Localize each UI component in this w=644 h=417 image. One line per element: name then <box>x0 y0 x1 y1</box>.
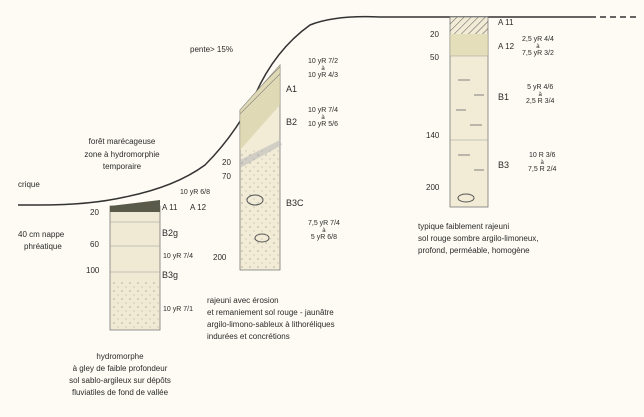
p1-caption-line: hydromorphe <box>96 352 144 361</box>
p2-caption-line: indurées et concrétions <box>207 332 290 341</box>
p1-depth: 60 <box>90 240 99 249</box>
p3-depth: 50 <box>430 53 439 62</box>
p3-horizon: B1 <box>498 92 510 102</box>
p1-depth: 100 <box>86 266 100 275</box>
p1-color: 10 yR 6/8 <box>180 189 210 196</box>
forest-label: forêt marécageuse <box>88 137 156 146</box>
p1-horizon: B2g <box>162 228 179 238</box>
p1-caption-line: à gley de faible profondeur <box>72 364 168 373</box>
terrain-surface-line <box>18 15 590 206</box>
profile-2-column <box>239 63 282 271</box>
p2-horizon: A1 <box>286 84 298 94</box>
p1-horizon: A 11 <box>162 203 178 212</box>
p3-caption-line: sol rouge sombre argilo-limoneux, <box>418 234 539 243</box>
profile-1-column <box>109 200 161 331</box>
p3-caption-line: profond, perméable, homogène <box>418 246 530 255</box>
p1-caption-line: fluviatiles de fond de vallée <box>71 388 169 397</box>
p2-horizon: B2 <box>286 117 298 127</box>
p2-depth: 70 <box>222 172 231 181</box>
zone-label: zone à hydromorphie <box>84 150 160 159</box>
p2-horizon: B3C <box>286 198 304 208</box>
p1-color: 10 yR 7/4 <box>163 253 193 260</box>
p1-caption-line: sol sablo-argileux sur dépôts <box>69 376 171 385</box>
p1-horizon: A 12 <box>190 203 207 212</box>
zone-label-2: temporaire <box>102 162 142 171</box>
p2-caption-line: argilo-limono-sableux à lithoréliques <box>207 320 335 329</box>
p1-color: 10 yR 7/1 <box>163 306 193 313</box>
p1-horizon: B3g <box>162 270 179 280</box>
p2-depth: 200 <box>213 253 227 262</box>
p2-caption-line: rajeuni avec érosion <box>207 296 279 305</box>
p3-horizon: A 12 <box>498 42 515 51</box>
p2-caption-line: et remaniement sol rouge - jaunâtre <box>207 308 334 317</box>
p3-depth: 200 <box>426 183 440 192</box>
water-table-label: 40 cm nappe <box>18 230 65 239</box>
p3-caption-line: typique faiblement rajeuni <box>418 222 510 231</box>
water-table-label-2: phréatique <box>24 242 62 251</box>
profile-3-column <box>449 16 489 208</box>
p3-horizon: B3 <box>498 160 510 170</box>
p2-depth: 20 <box>222 158 231 167</box>
p1-depth: 20 <box>90 208 99 217</box>
p3-depth: 140 <box>426 131 440 140</box>
creek-label: crique <box>18 180 40 189</box>
slope-label: pente> 15% <box>190 45 233 54</box>
p3-horizon: A 11 <box>498 18 514 27</box>
p3-depth: 20 <box>430 30 439 39</box>
